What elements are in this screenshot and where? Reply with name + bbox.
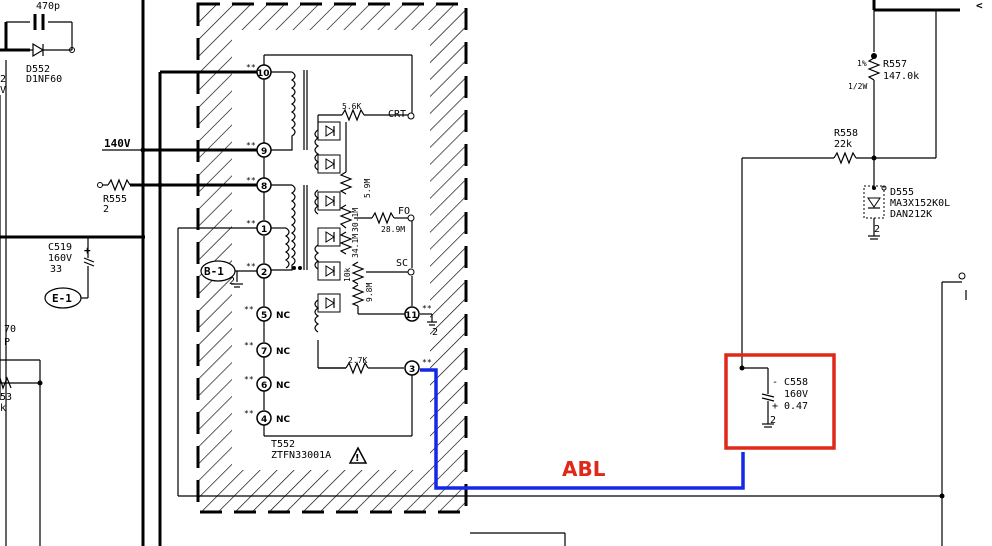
pin-4: 4 bbox=[256, 410, 272, 426]
c519-val: 33 bbox=[50, 264, 62, 275]
svg-text:-: - bbox=[772, 377, 778, 388]
hv-diodes bbox=[317, 121, 341, 313]
right-circuit bbox=[739, 0, 967, 546]
svg-text:**: ** bbox=[244, 305, 254, 314]
r-30m: 30.1M bbox=[351, 208, 360, 232]
r557-val: 147.0k bbox=[883, 71, 919, 82]
pin-10: 10 bbox=[256, 64, 272, 80]
edge-p: P bbox=[4, 337, 10, 348]
r-28m: 28.9M bbox=[381, 225, 405, 234]
abl-trace bbox=[420, 368, 745, 490]
svg-text:+: + bbox=[84, 244, 91, 257]
top-left-circuit bbox=[0, 0, 145, 546]
pin-1: 1 bbox=[256, 220, 272, 236]
svg-text:9: 9 bbox=[261, 147, 267, 157]
pin-6: 6 bbox=[256, 376, 272, 392]
edge-k: k bbox=[0, 403, 6, 414]
svg-text:**: ** bbox=[244, 375, 254, 384]
edge-2: 2 bbox=[0, 74, 6, 85]
svg-text:+: + bbox=[772, 401, 778, 412]
c558-val: 0.47 bbox=[784, 401, 808, 412]
pin-7: 7 bbox=[256, 342, 272, 358]
d555-part2: DAN212K bbox=[890, 209, 932, 220]
left-wiring bbox=[0, 70, 943, 546]
d552-part: D1NF60 bbox=[26, 74, 62, 85]
svg-text:**: ** bbox=[244, 409, 254, 418]
e1-label: E-1 bbox=[52, 292, 72, 305]
pin-9: 9 bbox=[256, 142, 272, 158]
svg-text:**: ** bbox=[246, 219, 256, 228]
r557-ref: R557 bbox=[883, 59, 907, 70]
r-34m: 34.1M bbox=[351, 234, 360, 258]
crt-label: CRT bbox=[388, 109, 406, 120]
c558-voltage: 160V bbox=[784, 389, 808, 400]
transformer-shield bbox=[196, 2, 468, 514]
nc-6: NC bbox=[276, 381, 291, 391]
svg-text:5: 5 bbox=[261, 311, 267, 321]
r558-val: 22k bbox=[834, 139, 852, 150]
svg-text:**: ** bbox=[422, 304, 432, 313]
r-10k: 10k bbox=[343, 267, 352, 282]
svg-text:**: ** bbox=[246, 176, 256, 185]
top-edge-arrow: < bbox=[976, 0, 983, 12]
c558-highlight-box bbox=[724, 353, 836, 450]
nc-5: NC bbox=[276, 311, 291, 321]
r-2k7: 2.7K bbox=[348, 356, 367, 365]
svg-text:4: 4 bbox=[261, 415, 267, 425]
svg-text:**: ** bbox=[246, 141, 256, 150]
d555-part1: MA3X152K0L bbox=[890, 198, 950, 209]
r558-ref: R558 bbox=[834, 128, 858, 139]
r-5k6: 5.6K bbox=[342, 102, 361, 111]
pin11-gnd: 2 bbox=[432, 327, 438, 338]
d555-ref: D555 bbox=[890, 187, 914, 198]
sc-label: SC bbox=[396, 258, 408, 269]
edge-70: 70 bbox=[4, 324, 16, 335]
r-9m8: 9.8M bbox=[365, 283, 374, 302]
d555-gnd: 2 bbox=[874, 224, 880, 235]
svg-text:!: ! bbox=[355, 453, 360, 464]
voltage-140v: 140V bbox=[104, 137, 131, 150]
nc-7: NC bbox=[276, 347, 291, 357]
r557-watt: 1/2W bbox=[848, 82, 867, 91]
r-5m9: 5.9M bbox=[363, 179, 372, 198]
svg-text:**: ** bbox=[422, 358, 432, 367]
fo-label: FO bbox=[398, 206, 410, 217]
t552-ref: T552 bbox=[271, 439, 295, 450]
svg-text:11: 11 bbox=[405, 311, 418, 321]
cap-value: 470p bbox=[36, 1, 60, 12]
svg-text:2: 2 bbox=[261, 268, 267, 278]
pin-3: 3 bbox=[404, 360, 420, 376]
svg-text:**: ** bbox=[244, 341, 254, 350]
svg-text:3: 3 bbox=[409, 365, 415, 375]
pin-8: 8 bbox=[256, 177, 272, 193]
c558-ref: C558 bbox=[784, 377, 808, 388]
svg-text:10: 10 bbox=[257, 69, 270, 79]
svg-text:6: 6 bbox=[261, 381, 267, 391]
transformer-body: ! bbox=[200, 54, 437, 464]
svg-text:1: 1 bbox=[261, 225, 267, 235]
c519-ref: C519 bbox=[48, 242, 72, 253]
b1-gnd: 2 bbox=[229, 276, 235, 287]
edge-53: 53 bbox=[0, 392, 12, 403]
abl-label: ABL bbox=[562, 457, 606, 481]
r555-val: 2 bbox=[103, 204, 109, 215]
svg-text:7: 7 bbox=[261, 347, 267, 357]
t552-part: ZTFN33001A bbox=[271, 450, 331, 461]
r557-pct: 1% bbox=[857, 59, 867, 68]
pin-2: 2 bbox=[256, 263, 272, 279]
svg-text:**: ** bbox=[246, 262, 256, 271]
c558-gnd: 2 bbox=[770, 415, 776, 426]
edge-v: V bbox=[0, 85, 6, 96]
nc-4: NC bbox=[276, 415, 291, 425]
c519-voltage: 160V bbox=[48, 253, 72, 264]
pin-5: 5 bbox=[256, 306, 272, 322]
d552-ref: D552 bbox=[26, 64, 50, 75]
svg-text:8: 8 bbox=[261, 182, 267, 192]
b1-label: B-1 bbox=[204, 265, 224, 278]
pin-11: 11 bbox=[404, 306, 420, 322]
r555-ref: R555 bbox=[103, 194, 127, 205]
svg-text:**: ** bbox=[246, 63, 256, 72]
